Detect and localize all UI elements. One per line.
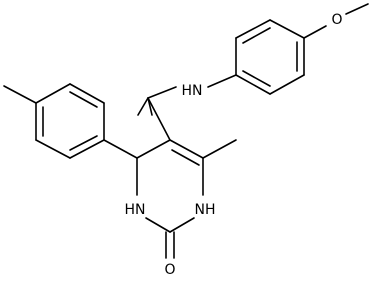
- atom-label-methoxy-oxygen: O: [331, 12, 342, 28]
- bond: [69, 135, 98, 151]
- bond: [269, 74, 305, 95]
- atom-label-ring-nitrogen-left: HN: [125, 202, 146, 218]
- bond: [171, 149, 200, 166]
- bond: [303, 25, 327, 39]
- bond: [69, 139, 105, 159]
- atom-label-amide-nitrogen: HN: [182, 83, 203, 99]
- bond: [202, 139, 237, 159]
- bond: [207, 74, 237, 88]
- bond: [103, 139, 138, 159]
- bond: [69, 83, 105, 104]
- bond: [235, 19, 271, 39]
- bond: [145, 217, 171, 233]
- bond: [345, 3, 369, 15]
- bond: [147, 97, 171, 141]
- bond: [3, 85, 37, 104]
- bond: [137, 97, 149, 116]
- bond: [69, 91, 98, 108]
- bond-layer: [3, 3, 369, 259]
- bond: [242, 70, 271, 87]
- bond: [169, 217, 195, 233]
- bond: [136, 139, 171, 159]
- bond: [35, 83, 71, 104]
- atom-label-ring-nitrogen-right: NH: [195, 202, 216, 218]
- bond: [35, 139, 71, 159]
- bond: [147, 86, 177, 99]
- bond: [269, 19, 305, 39]
- bond: [235, 74, 271, 95]
- bond: [169, 139, 204, 159]
- atom-layer: O HN HN NH O: [125, 12, 343, 278]
- bond: [242, 27, 271, 44]
- atom-label-carbonyl-oxygen: O: [164, 262, 175, 278]
